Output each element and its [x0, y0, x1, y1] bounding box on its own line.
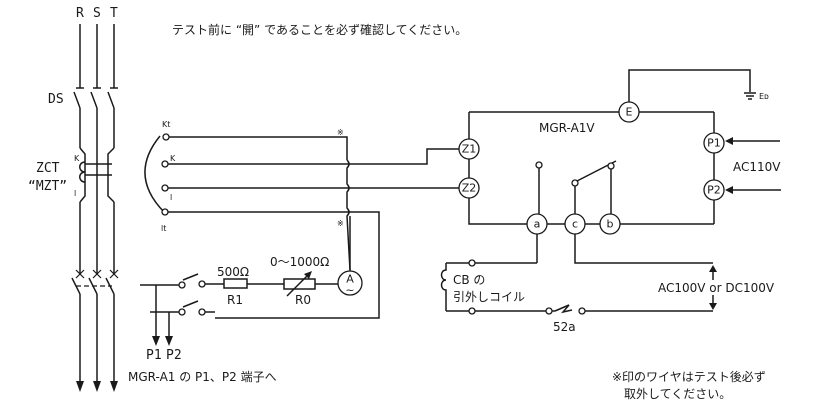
cb-coil-label-1: CB の: [453, 273, 485, 287]
note-line-1: ※印のワイヤはテスト後必ず: [612, 370, 766, 384]
phase-label-t: T: [110, 6, 118, 21]
r0-name: R0: [295, 293, 311, 307]
resistor-r1: [223, 278, 248, 289]
node-b-label: b: [607, 218, 614, 231]
arrow-up-icon: [709, 265, 717, 272]
p-terminal-note: MGR-A1 の P1、P2 端子へ: [128, 370, 277, 384]
node-p2-label: P2: [707, 184, 721, 197]
ac110-label: AC110V: [733, 160, 781, 174]
ammeter-label: A: [346, 273, 354, 286]
kt-label: Kt: [162, 120, 170, 129]
ds-label: DS: [48, 92, 64, 107]
test-switch-1-terminal: [178, 281, 186, 289]
node-e-label: E: [626, 106, 633, 119]
phase-label-s: S: [93, 6, 101, 21]
arrow-down-icon: [165, 336, 173, 346]
node-c-label: c: [572, 218, 578, 231]
relay-mgr-a1v: [468, 69, 781, 225]
node-a-label: a: [534, 218, 541, 231]
jumper-asterisk-bottom: ※: [337, 219, 344, 228]
r0-value: 0～1000Ω: [270, 255, 329, 269]
jumper-asterisk-top: ※: [337, 128, 344, 137]
arrow-down-icon: [76, 381, 84, 392]
terminal-lt[interactable]: [161, 208, 169, 216]
arrow-left-icon: [725, 137, 733, 145]
node-z2-label: Z2: [462, 182, 477, 195]
terminal-l[interactable]: [161, 184, 169, 192]
test-switch-1-terminal: [198, 280, 206, 288]
arrow-down-icon: [110, 381, 118, 392]
test-switch-1: [182, 273, 199, 281]
instruction-top: テスト前に “開” であることを必ず確認してください。: [172, 22, 467, 37]
zct-l-label: l: [74, 189, 76, 198]
arrow-down-icon: [152, 336, 160, 346]
lt-label: lt: [161, 224, 166, 233]
terminal-kt[interactable]: [162, 133, 170, 141]
phase-conductors-bottom: [79, 200, 115, 274]
relay-name: MGR-A1V: [539, 121, 595, 135]
node-z2: [458, 177, 480, 199]
p1-label: P1: [146, 348, 162, 363]
zct: [79, 147, 115, 203]
aux-contact-52a: [554, 304, 573, 314]
cb-coil-label-2: 引外しコイル: [453, 290, 525, 304]
l-label: l: [170, 193, 172, 202]
node-z1: [458, 138, 480, 160]
supply-label: AC100V or DC100V: [658, 281, 775, 295]
phase-label-r: R: [76, 6, 84, 21]
node-z1-label: Z1: [462, 143, 477, 156]
terminal-k[interactable]: [161, 160, 169, 168]
node-p1: [703, 132, 725, 154]
node-b: [599, 213, 621, 235]
arrow-left-icon: [725, 186, 733, 194]
node-p1-label: P1: [707, 137, 721, 150]
disconnect-switch: [73, 91, 115, 200]
test-switch-2: [182, 300, 199, 308]
phase-conductors-top: [76, 24, 118, 89]
test-circuit: [140, 216, 363, 346]
test-wires: [168, 136, 460, 319]
r1-value: 500Ω: [217, 265, 249, 279]
test-switch-2-terminal: [178, 308, 186, 316]
node-e: [618, 101, 640, 123]
zct-k-label: K: [74, 154, 80, 163]
mzt-label: “MZT”: [28, 179, 67, 194]
note-line-2: 取外してください。: [624, 387, 731, 401]
trip-circuit: [440, 234, 717, 315]
arrow-down-icon: [93, 381, 101, 392]
test-switch-2-terminal: [198, 308, 206, 316]
arrow-down-icon: [709, 303, 717, 310]
test-terminal-arc: [144, 135, 165, 213]
node-p2: [703, 179, 725, 201]
circuit-breaker: [71, 269, 119, 392]
ground-label: Eᴅ: [759, 92, 769, 101]
r1-name: R1: [227, 293, 243, 307]
p2-label: P2: [166, 348, 182, 363]
ammeter-ac-label: ~: [345, 284, 354, 297]
k-label: K: [170, 154, 176, 163]
aux-contact-label: 52a: [553, 320, 576, 334]
zct-label: ZCT: [36, 161, 60, 176]
